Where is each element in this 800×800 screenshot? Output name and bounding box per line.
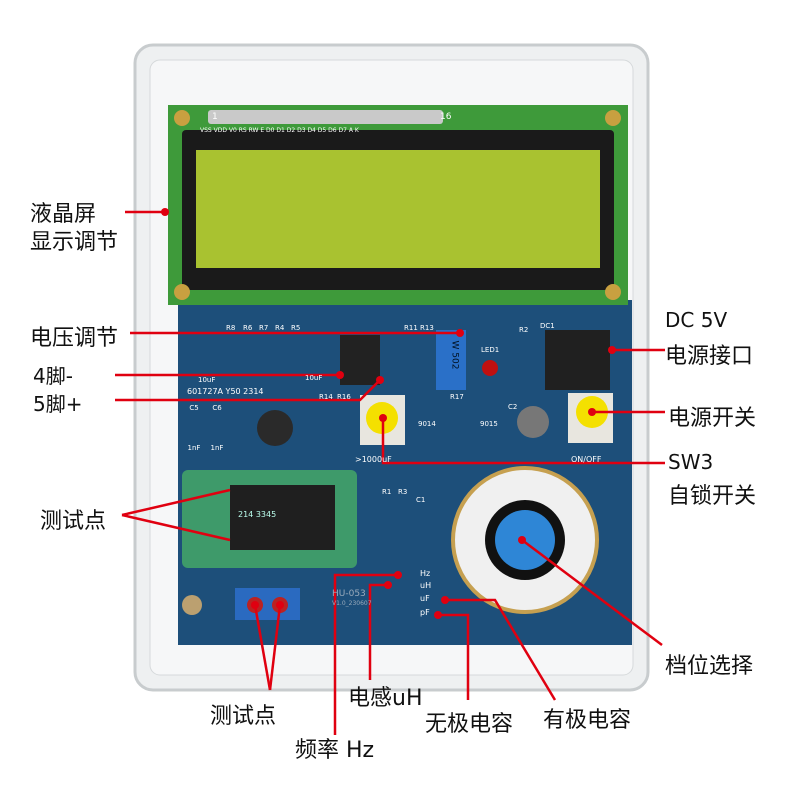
resistor-label-r17: R17 [450,393,464,401]
resistor-label-r13: R13 [420,324,434,332]
button-label-right: ON/OFF [571,455,602,464]
label-test-point-bottom: 测试点 [210,704,277,729]
dc-jack [545,330,610,390]
label-power-jack: 电源接口 [665,344,754,369]
resistor-label-r11: R11 [404,324,418,332]
annotation-dots [161,208,616,619]
label-lcd-1: 液晶屏 [30,202,97,227]
label-voltage-adjust: 电压调节 [30,326,119,351]
cap-label-c1: C1 [416,496,426,504]
resistor-label-r4: R4 [275,324,285,332]
cap-label-c6: C6 1nF [210,404,224,452]
resistor-label-r2: R2 [519,326,529,334]
mode-mark-uf: uF [420,594,430,603]
mode-mark-pf: pF [420,608,430,617]
transistor-9015: 9015 [480,420,498,428]
lcd-pin-last: 16 [440,112,452,122]
label-inductance: 电感uH [348,686,423,711]
label-frequency: 频率 Hz [295,738,375,763]
resistor-label-r1: R1 [382,488,392,496]
pcb-version: V1.0_230607 [332,600,372,607]
resistor-label-r3: R3 [398,488,408,496]
label-dc-5v: DC 5V [665,308,728,332]
led-label: LED1 [481,346,500,354]
lcd-pin-header [208,110,443,124]
label-lcd-2: 显示调节 [30,230,119,255]
dc-label: DC1 [540,322,555,330]
chip-code: 601727A Y50 2314 [187,387,264,396]
label-sw3: SW3 [668,450,714,474]
cap-label-10uf-left: 10uF [198,376,216,384]
lcd-pin-labels: VSS VDD V0 RS RW E D0 D1 D2 D3 D4 D5 D6 … [200,127,359,134]
mode-mark-uh: uH [420,581,432,590]
resistor-label-r16: R16 [337,393,351,401]
annotation-lines [115,210,665,735]
label-latch-switch: 自锁开关 [668,484,757,509]
label-pin5: 5脚+ [33,392,83,416]
label-nonpolar-cap: 无极电容 [425,712,514,737]
ic-chip [340,335,380,385]
led [482,360,498,376]
lcd-screen [196,150,600,268]
cap-label-c5: C5 1nF [187,404,201,452]
pot-label: W 502 [449,340,460,370]
resistor-label-r7: R7 [259,324,269,332]
mode-mark-hz: Hz [420,569,431,578]
potentiometer [436,330,466,390]
resistor-label-r6: R6 [243,324,253,332]
label-range-select: 档位选择 [665,654,754,679]
pcb-model: HU-053 [332,589,366,599]
resistor-label-r5: R5 [291,324,301,332]
label-power-switch: 电源开关 [668,406,757,431]
button-label-left: >1000uF [355,455,392,464]
label-polar-cap: 有极电容 [543,708,632,733]
transistor-9014: 9014 [418,420,436,428]
resistor-label-r8: R8 [226,324,236,332]
lcd-pin-first: 1 [212,112,218,122]
cap-label-c2: C2 [508,403,518,411]
cap-label-10uf-right: 10uF [305,374,323,382]
label-test-point-left: 测试点 [40,509,107,534]
socket-label: 214 3345 [238,510,277,519]
label-pin4: 4脚- [33,364,73,388]
resistor-label-r14: R14 [319,393,333,401]
terminal-block [235,588,300,620]
